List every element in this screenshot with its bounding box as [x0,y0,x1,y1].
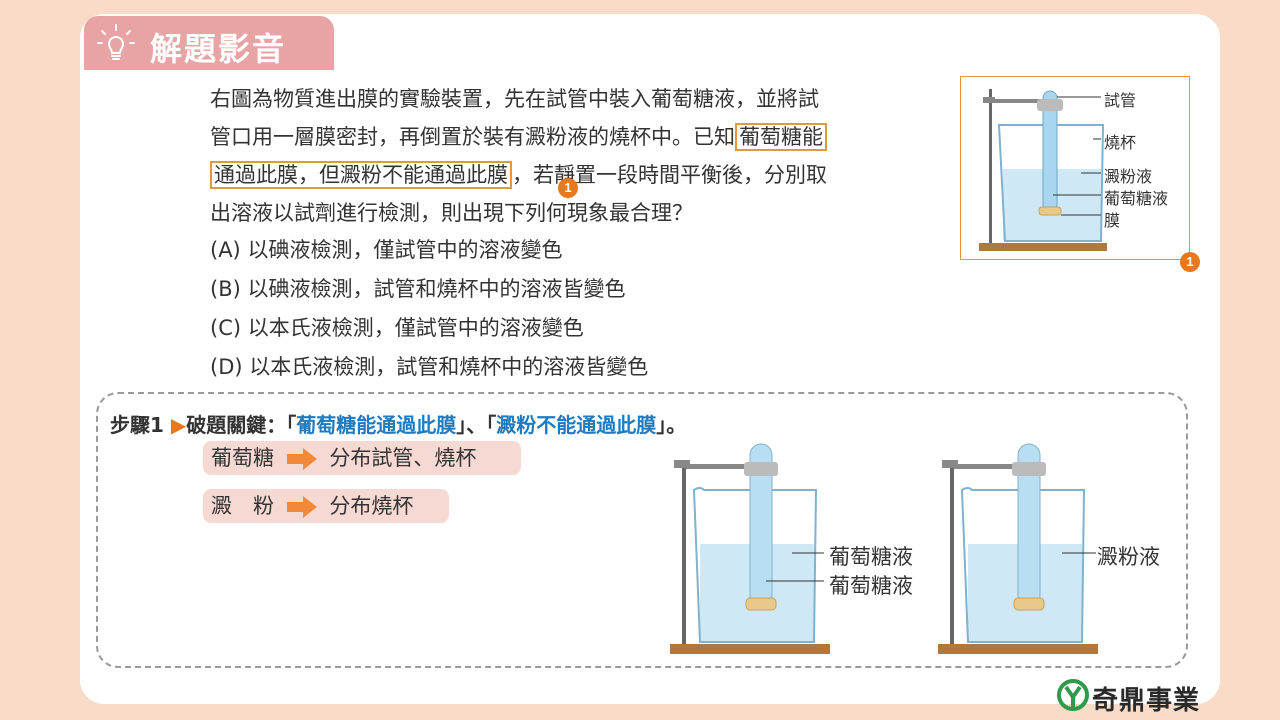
exam-label: 112會考 第24題 [1000,18,1165,42]
question-line: 出溶液以試劑進行檢測，則出現下列何現象最合理？ [210,201,693,225]
arrow-right-icon [286,448,317,470]
label-membrane: 膜 [1104,211,1121,230]
apparatus-illustration [979,89,1107,251]
label-test-tube: 試管 [1104,91,1137,110]
question-line: 右圖為物質進出膜的實驗裝置，先在試管中裝入葡萄糖液，並將試 [210,87,819,111]
arrow-right-icon [286,496,317,518]
label-beaker: 燒杯 [1104,133,1137,152]
header-tab [84,16,334,70]
step-title: 步驟1 ▶破題關鍵：「葡萄糖能通過此膜」、「澱粉不能通過此膜」。 [110,413,687,437]
brand-name: 奇鼎事業 [1092,686,1201,716]
question-line: 通過此膜，但澱粉不能通過此膜，若靜置一段時間平衡後，分別取 [210,156,950,194]
glucose-apparatus-diagram [670,443,830,654]
company-logo-icon [1057,679,1089,711]
label-glucose-solution: 葡萄糖液 [1104,189,1169,208]
highlight-starch: 通過此膜，但澱粉不能通過此膜 [210,161,512,189]
starch-distribution-pill: 澱 粉 分布燒杯 [203,489,449,523]
question-text: 右圖為物質進出膜的實驗裝置，先在試管中裝入葡萄糖液，並將試 管口用一層膜密封，再… [210,80,950,232]
option-c[interactable]: (C) 以本氏液檢測，僅試管中的溶液變色 [210,316,584,340]
label-starch-solution: 澱粉液 [1104,167,1153,186]
option-a[interactable]: (A) 以碘液檢測，僅試管中的溶液變色 [210,238,563,262]
page-title: 解題影音 [150,30,287,68]
option-b[interactable]: (B) 以碘液檢測，試管和燒杯中的溶液皆變色 [210,277,626,301]
note-badge: 1 [558,178,578,198]
option-d[interactable]: (D) 以本氏液檢測，試管和燒杯中的溶液皆變色 [210,355,649,379]
starch-apparatus-diagram [938,443,1098,654]
question-line: 管口用一層膜密封，再倒置於裝有澱粉液的燒杯中。已知葡萄糖能 [210,118,950,156]
label-glucose-tube: 葡萄糖液 [829,574,913,598]
note-badge: 1 [1180,252,1200,272]
label-glucose-beaker: 葡萄糖液 [829,545,913,569]
experiment-figure [960,76,1190,260]
lightbulb-icon [97,24,135,60]
highlight-glucose: 葡萄糖能 [735,123,827,151]
label-starch-beaker: 澱粉液 [1097,545,1160,569]
glucose-distribution-pill: 葡萄糖 分布試管、燒杯 [203,441,521,475]
step-panel [96,392,1188,668]
